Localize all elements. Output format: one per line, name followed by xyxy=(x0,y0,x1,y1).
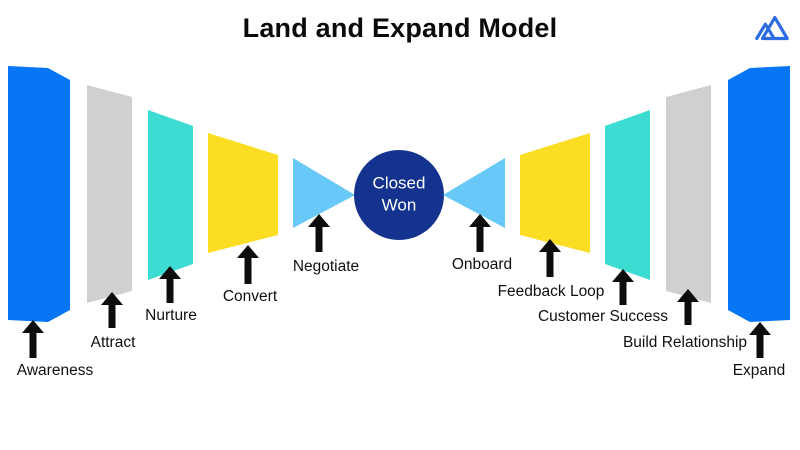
arrow-expand-icon xyxy=(749,322,771,358)
arrow-customer-success-icon xyxy=(612,269,634,305)
arrow-feedback-loop-icon xyxy=(539,239,561,277)
stage-shape-nurture xyxy=(148,110,193,280)
arrow-nurture-icon xyxy=(159,266,181,303)
stage-label-onboard: Onboard xyxy=(451,256,513,273)
closed-won-line1: Closed xyxy=(372,173,426,193)
stage-shape-awareness xyxy=(8,66,70,322)
stage-label-feedback-loop: Feedback Loop xyxy=(497,283,605,300)
stage-shape-convert xyxy=(208,133,278,253)
closed-won-line2: Won xyxy=(381,196,417,215)
arrow-build-relationship-icon xyxy=(677,289,699,325)
closed-won-label: Closed Won xyxy=(373,173,426,218)
stage-label-negotiate: Negotiate xyxy=(292,258,360,275)
stage-arrows xyxy=(22,214,771,358)
arrow-attract-icon xyxy=(101,292,123,328)
stage-label-expand: Expand xyxy=(732,362,786,379)
arrow-onboard-icon xyxy=(469,214,491,252)
stage-label-nurture: Nurture xyxy=(145,307,197,324)
stage-label-customer-success: Customer Success xyxy=(537,308,669,325)
stage-label-awareness: Awareness xyxy=(16,362,94,379)
stage-shape-attract xyxy=(87,85,132,303)
stage-shape-onboard xyxy=(443,158,505,228)
stage-shape-expand xyxy=(728,66,790,322)
stage-label-build-relationship: Build Relationship xyxy=(622,334,748,351)
closed-won-circle xyxy=(354,150,444,240)
arrow-convert-icon xyxy=(237,245,259,284)
stage-shape-customer-success xyxy=(605,110,650,280)
stage-shape-negotiate xyxy=(293,158,355,228)
stage-shape-feedback-loop xyxy=(520,133,590,253)
arrow-negotiate-icon xyxy=(308,214,330,252)
stage-label-convert: Convert xyxy=(222,288,278,305)
stage-shape-build-relationship xyxy=(666,85,711,303)
logo-large-peak xyxy=(760,15,789,41)
mountain-logo-icon xyxy=(753,11,791,45)
arrow-awareness-icon xyxy=(22,320,44,358)
page-title: Land and Expand Model xyxy=(242,13,558,43)
stage-label-attract: Attract xyxy=(90,334,136,351)
logo-small-peak xyxy=(755,22,775,41)
